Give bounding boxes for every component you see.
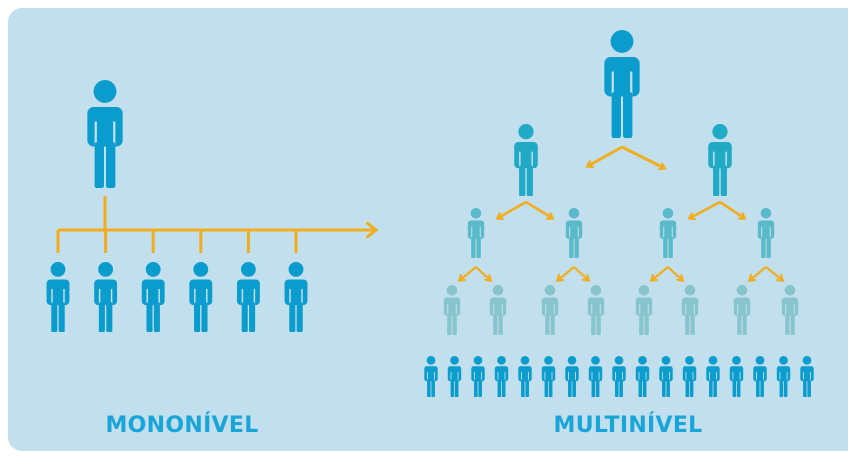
arrow-icon [573,266,588,280]
base-person-icon [635,356,650,397]
level2-person-icon [565,208,583,258]
people [46,30,814,397]
member-person-icon [46,262,70,332]
base-person-icon [706,356,720,397]
base-person-icon [753,356,767,397]
arrow-icon [652,266,669,280]
member-person-icon [94,262,118,332]
arrow-icon [765,266,782,280]
top-leader-person-icon [604,30,640,138]
level3-person-icon [681,285,699,335]
arrow-icon [719,200,744,218]
level3-person-icon [587,285,605,335]
arrow-icon [667,266,682,280]
member-person-icon [284,262,308,332]
level1-person-icon [708,124,732,196]
base-person-icon [541,356,556,397]
level3-person-icon [489,285,507,335]
arrow-icon [498,200,527,218]
multinivel-label: MULTINÍVEL [553,413,703,438]
member-person-icon [141,262,165,332]
level3-person-icon [733,285,751,335]
level1-person-icon [514,124,538,196]
level3-person-icon [443,285,461,335]
member-person-icon [236,262,260,332]
mononivel-label: MONONÍVEL [105,413,259,438]
leader-person-icon [87,80,123,188]
base-person-icon [471,356,485,397]
arrow-icon [525,200,552,218]
arrow-icon [460,266,477,280]
base-person-icon [424,356,438,397]
arrow-icon [621,145,664,168]
level3-person-icon [635,285,653,335]
base-person-icon [494,356,509,397]
base-person-icon [565,356,579,397]
base-person-icon [682,356,697,397]
level3-person-icon [781,285,799,335]
arrow-icon [475,266,490,280]
connector-lines [56,145,782,280]
member-person-icon [189,262,213,332]
level2-person-icon [757,208,775,258]
arrow-icon [558,266,575,280]
base-person-icon [612,356,626,397]
base-person-icon [447,356,462,397]
base-person-icon [518,356,532,397]
base-person-icon [800,356,814,397]
arrow-icon [750,266,767,280]
base-person-icon [729,356,744,397]
base-person-icon [776,356,791,397]
base-person-icon [588,356,603,397]
level2-person-icon [659,208,677,258]
level2-person-icon [467,208,485,258]
arrow-icon [588,145,623,166]
level3-person-icon [541,285,559,335]
arrow-icon [690,200,721,218]
base-person-icon [659,356,673,397]
